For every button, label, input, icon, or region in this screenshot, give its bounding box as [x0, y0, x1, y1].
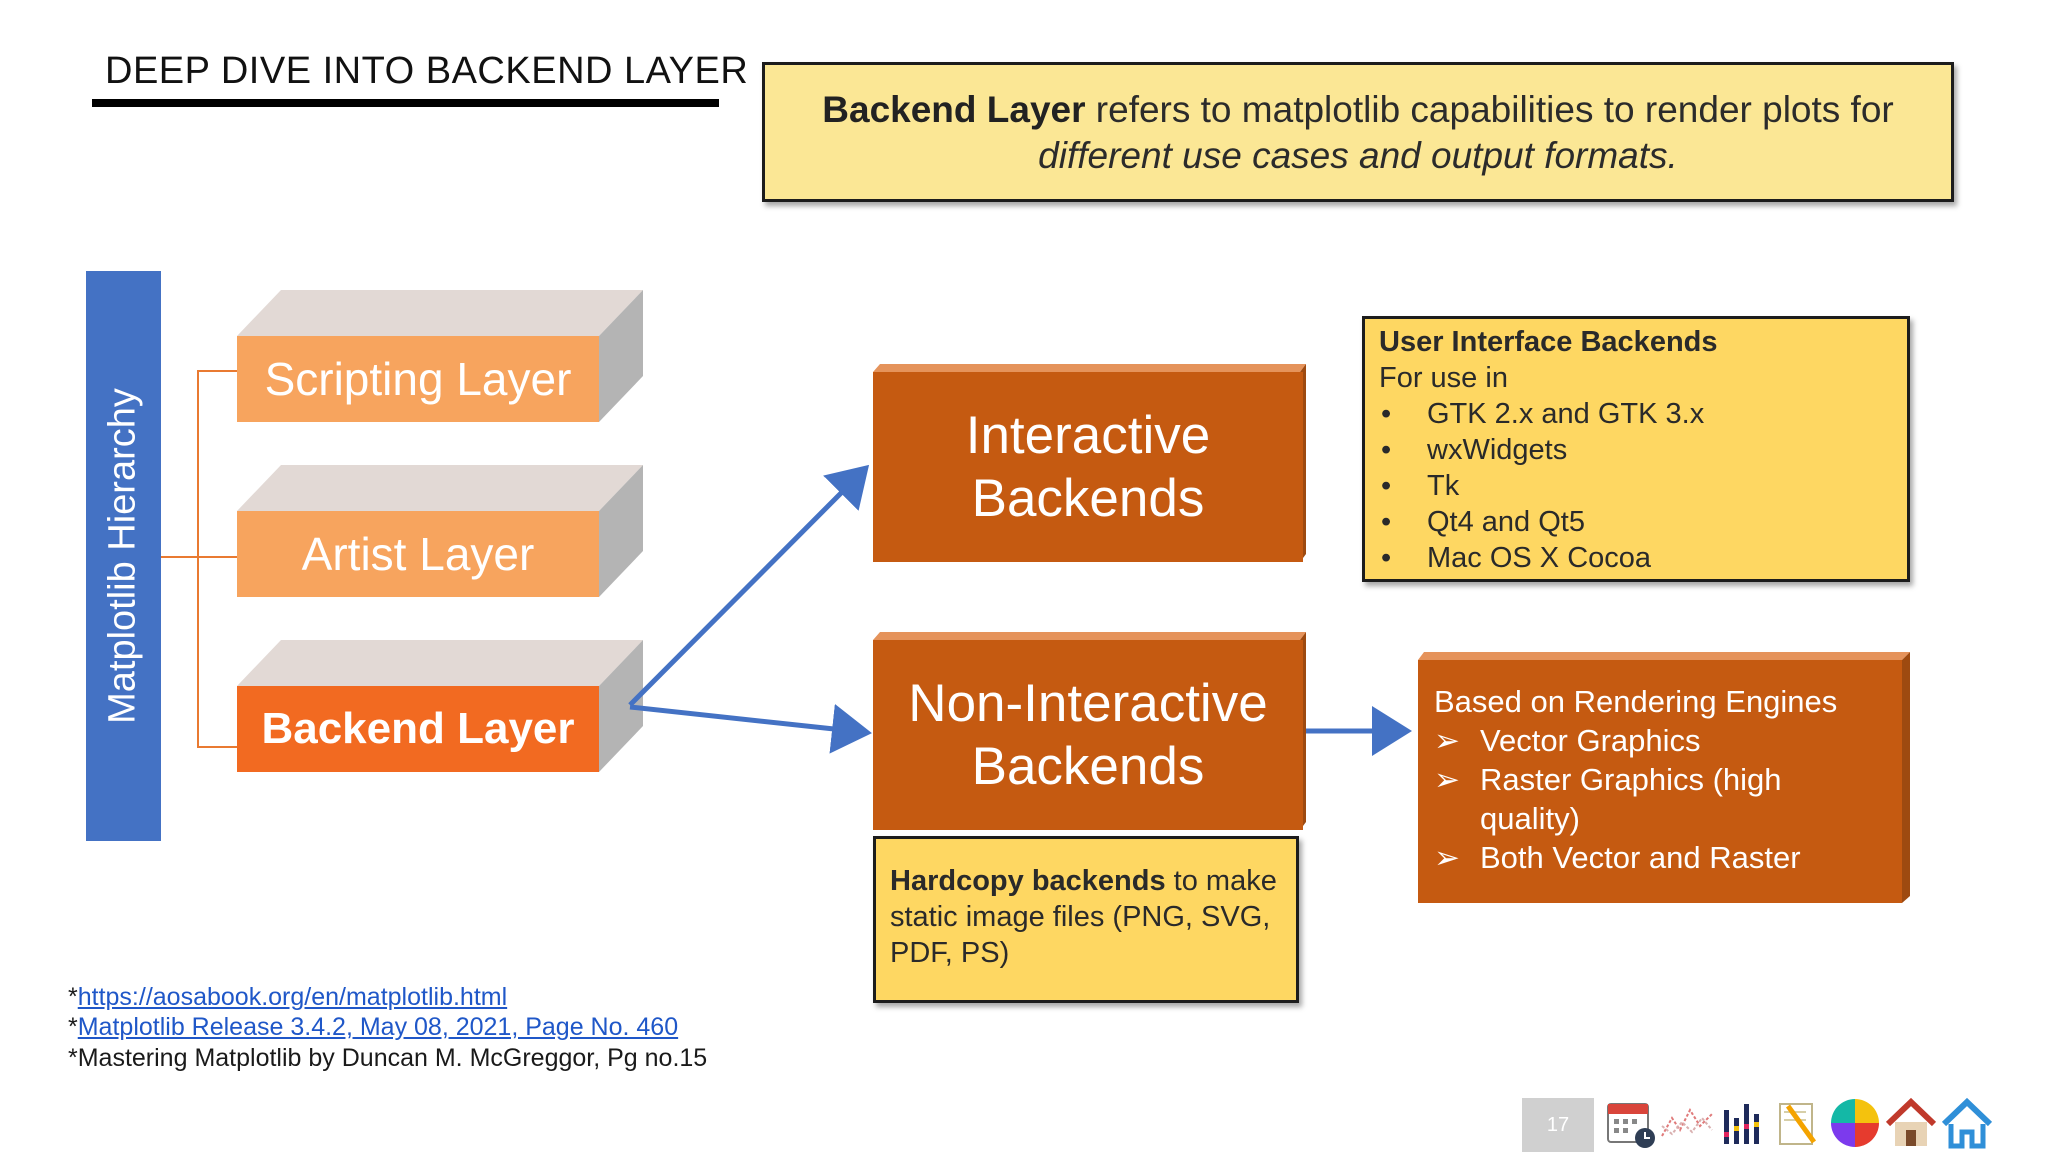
color-wheel-icon[interactable]: [1828, 1096, 1882, 1150]
arrow-bullet-icon: ➢: [1434, 762, 1460, 797]
bullet: •: [1381, 398, 1392, 430]
engines-box-side-edge: [1902, 652, 1910, 903]
list-item: •Tk: [1381, 470, 1460, 502]
scripting-layer-box: Scripting Layer: [237, 336, 599, 422]
bracket-tick-artist: [197, 556, 237, 558]
engines-intro: Based on Rendering Engines: [1434, 684, 1838, 719]
ui-backends-box: User Interface Backends For use in •GTK …: [1362, 316, 1910, 582]
ui-backends-list: •GTK 2.x and GTK 3.x •wxWidgets •Tk •Qt4…: [1379, 396, 1893, 576]
footnote-3: *Mastering Matplotlib by Duncan M. McGre…: [68, 1044, 708, 1072]
home-red-icon[interactable]: [1884, 1096, 1938, 1150]
interactive-line1: Interactive: [965, 406, 1211, 465]
arrow-to-interactive: [628, 464, 870, 707]
bullet: •: [1381, 506, 1392, 538]
definition-text: refers to matplotlib capabilities to ren…: [1085, 89, 1894, 130]
list-item: ➢Vector Graphics: [1434, 723, 1701, 758]
definition-term: Backend Layer: [822, 89, 1086, 130]
footnote-link-matplotlib-release[interactable]: Matplotlib Release 3.4.2, May 08, 2021, …: [77, 1013, 679, 1041]
ui-backends-heading: User Interface Backends: [1379, 326, 1718, 358]
definition-box: Backend Layer refers to matplotlib capab…: [762, 62, 1954, 202]
interactive-box-top-edge: [873, 364, 1306, 372]
artist-layer-box: Artist Layer: [237, 511, 599, 597]
definition-italic-text: different use cases and output formats.: [1038, 135, 1678, 176]
footnote-link-aosabook[interactable]: https://aosabook.org/en/matplotlib.html: [77, 983, 508, 1011]
backend-layer-box: Backend Layer: [237, 686, 599, 772]
arrow-to-noninteractive: [629, 703, 872, 754]
slide-title: DEEP DIVE INTO BACKEND LAYER: [105, 50, 749, 92]
hierarchy-bar: [86, 271, 161, 841]
interactive-backends-box: Interactive Backends: [873, 372, 1303, 562]
bullet: •: [1381, 434, 1392, 466]
engines-box-top-edge: [1418, 652, 1910, 660]
footnote-2: *Matplotlib Release 3.4.2, May 08, 2021,…: [68, 1013, 679, 1041]
calendar-icon[interactable]: [1604, 1096, 1658, 1150]
bullet: •: [1381, 542, 1392, 574]
scripting-layer-top-face: [237, 290, 643, 336]
rendering-engines-box: Based on Rendering Engines ➢Vector Graph…: [1418, 660, 1902, 903]
noninteractive-line2: Backends: [971, 737, 1205, 796]
noninteractive-backends-box: Non-Interactive Backends: [873, 640, 1303, 830]
bar-chart-icon[interactable]: [1716, 1096, 1770, 1150]
bracket-tick-backend: [197, 746, 237, 748]
footnote-1: *https://aosabook.org/en/matplotlib.html: [68, 983, 508, 1011]
title-underline: [92, 99, 719, 107]
list-item: ➢Raster Graphics (high quality): [1434, 762, 1782, 836]
artist-layer-side-face: [599, 465, 643, 597]
interactive-line2: Backends: [971, 469, 1205, 528]
arrow-bullet-icon: ➢: [1434, 723, 1460, 758]
home-blue-icon[interactable]: [1940, 1096, 1994, 1150]
artist-layer-top-face: [237, 465, 643, 511]
bullet: •: [1381, 470, 1392, 502]
arrow-bullet-icon: ➢: [1434, 840, 1460, 875]
scripting-layer-side-face: [599, 290, 643, 422]
bracket-spine: [197, 370, 199, 747]
line-chart-icon[interactable]: [1660, 1096, 1714, 1150]
backend-layer-top-face: [237, 640, 643, 686]
list-item: ➢Both Vector and Raster: [1434, 840, 1801, 875]
pencil-note-icon[interactable]: [1772, 1096, 1826, 1150]
bracket-tick-scripting: [197, 370, 237, 372]
page-number: 17: [1522, 1098, 1594, 1152]
noninteractive-line1: Non-Interactive: [908, 674, 1268, 733]
noninteractive-box-top-edge: [873, 632, 1306, 640]
ui-backends-intro: For use in: [1379, 362, 1508, 394]
list-item: •Mac OS X Cocoa: [1381, 542, 1652, 574]
list-item: •wxWidgets: [1381, 434, 1568, 466]
hardcopy-heading: Hardcopy backends: [890, 865, 1166, 897]
list-item: •Qt4 and Qt5: [1381, 506, 1585, 538]
list-item: •GTK 2.x and GTK 3.x: [1381, 398, 1705, 430]
backend-layer-side-face: [599, 640, 643, 772]
engines-list: ➢Vector Graphics ➢Raster Graphics (high …: [1434, 721, 1888, 877]
hardcopy-text: to make static image files (PNG, SVG, PD…: [890, 865, 1277, 969]
bracket-stem: [161, 556, 198, 558]
hardcopy-backends-box: Hardcopy backends to make static image f…: [873, 836, 1299, 1003]
